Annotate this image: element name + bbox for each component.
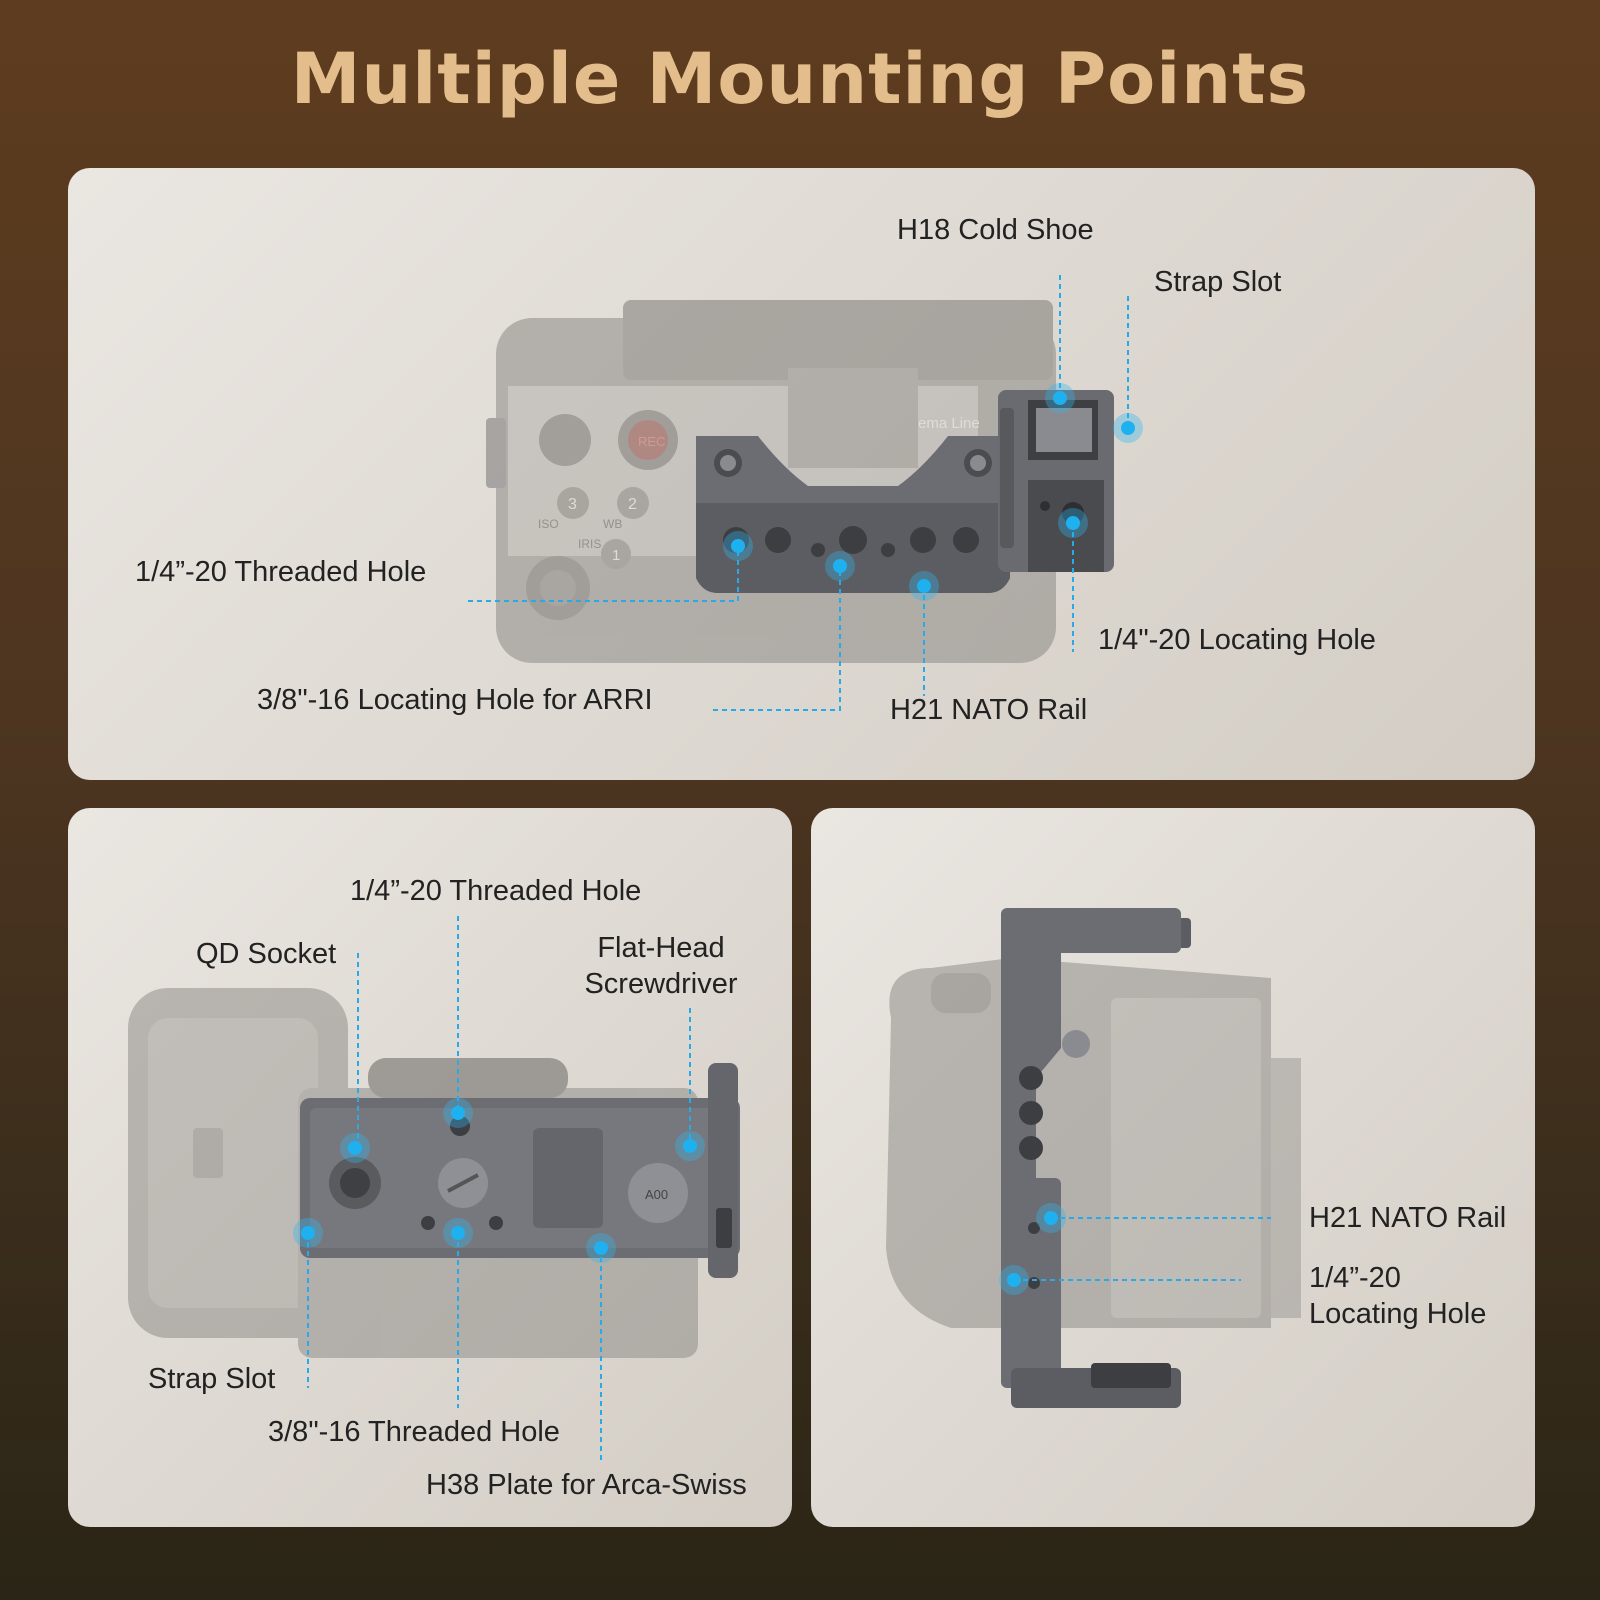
label-threaded-hole: 1/4”-20 Threaded Hole: [350, 875, 642, 907]
wb-text: WB: [603, 517, 622, 531]
label-locating-hole-line2: Locating Hole: [1309, 1298, 1487, 1330]
camera-body-side: [886, 958, 1301, 1328]
side-cage: [1001, 908, 1191, 1408]
bottom-view-illustration: A00: [128, 916, 740, 1463]
label-threaded-hole: 1/4”-20 Threaded Hole: [135, 556, 427, 588]
baseplate: A00: [300, 1063, 740, 1278]
label-screwdriver-line2: Screwdriver: [584, 968, 738, 1000]
top-leader-lines: [468, 275, 1129, 711]
label-strap-slot: Strap Slot: [148, 1363, 276, 1395]
top-view-panel: REC 3 2 ISO WB IRIS 1 ema Line: [68, 168, 1535, 780]
nato-rail-plate: [696, 436, 1010, 593]
page-title: Multiple Mounting Points: [290, 38, 1310, 120]
side-view-panel: H21 NATO Rail 1/4”-20 Locating Hole: [811, 808, 1535, 1527]
label-locating-hole: 1/4”-20 Locating Hole: [1309, 1260, 1486, 1332]
bottom-leader-lines: [307, 916, 691, 1463]
top-view-illustration: REC 3 2 ISO WB IRIS 1 ema Line: [468, 275, 1143, 711]
label-nato-rail: H21 NATO Rail: [1309, 1202, 1507, 1234]
label-nato-rail: H21 NATO Rail: [890, 694, 1088, 726]
iris-text: IRIS: [578, 537, 601, 551]
label-threaded-hole-38: 3/8"-16 Threaded Hole: [268, 1416, 560, 1448]
side-hotspots: [999, 1203, 1066, 1295]
bottom-hotspots: [293, 1098, 705, 1263]
label-locating-hole-line1: 1/4”-20: [1309, 1262, 1401, 1294]
side-leader-lines: [1014, 1217, 1271, 1281]
side-view-illustration: [886, 908, 1301, 1408]
label-arri-hole: 3/8"-16 Locating Hole for ARRI: [257, 684, 653, 716]
label-locating-hole: 1/4"-20 Locating Hole: [1098, 624, 1376, 656]
button-1-text: 1: [612, 547, 620, 564]
bottom-view-panel: A00 1/4”-20 Threaded Hole QD Socket Flat…: [68, 808, 792, 1527]
label-strap-slot: Strap Slot: [1154, 266, 1282, 298]
side-bracket: [998, 390, 1114, 572]
plate-text: A00: [645, 1187, 668, 1202]
label-screwdriver: Flat-Head Screwdriver: [576, 930, 746, 1002]
label-screwdriver-line1: Flat-Head: [597, 932, 725, 964]
button-3-text: 3: [568, 496, 577, 513]
label-arca-plate: H38 Plate for Arca-Swiss: [426, 1469, 747, 1501]
button-2-text: 2: [628, 496, 637, 513]
rec-button-text: REC: [638, 434, 665, 449]
brand-text: ema Line: [918, 415, 980, 432]
top-hotspots: [723, 383, 1143, 601]
label-qd-socket: QD Socket: [196, 938, 337, 970]
label-h18-cold-shoe: H18 Cold Shoe: [897, 214, 1094, 246]
iso-text: ISO: [538, 517, 559, 531]
